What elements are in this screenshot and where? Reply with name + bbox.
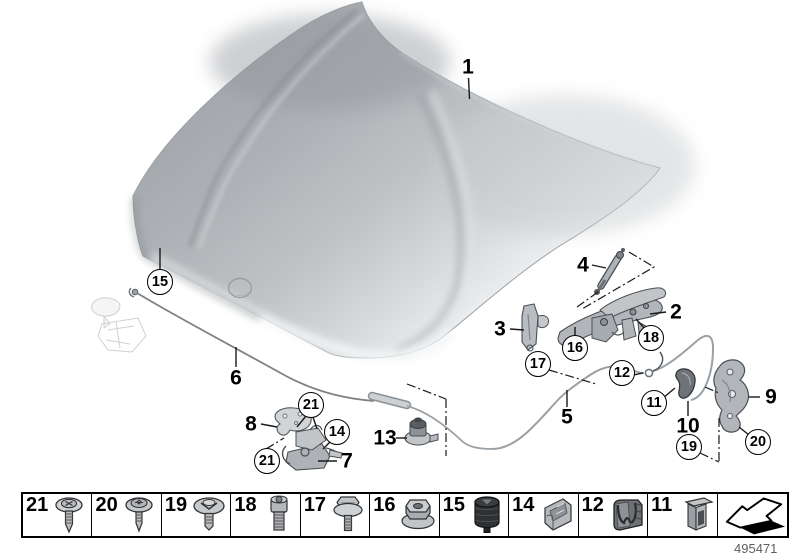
gas-strut	[594, 248, 625, 295]
diagram-art	[91, 1, 760, 471]
legend-number: 11	[651, 494, 673, 516]
hood-emblem-outline	[227, 277, 253, 299]
legend-cell-14[interactable]: 14	[509, 494, 579, 536]
callout-2[interactable]: 2	[670, 300, 682, 324]
retaining-clip-icon	[683, 497, 714, 531]
hood-emblem-shade	[230, 290, 250, 297]
legend-number: 17	[303, 494, 327, 516]
release-cable-front	[128, 287, 493, 450]
hood-top-shading	[210, 14, 450, 110]
legend-number: 18	[234, 494, 257, 516]
release-cable-rear	[491, 334, 715, 450]
legend-number: 14	[512, 494, 535, 516]
legend-number: 12	[581, 494, 604, 516]
legend-number: 21	[26, 494, 49, 516]
callout-21b[interactable]: 21	[254, 448, 280, 474]
callout-15[interactable]: 15	[147, 269, 173, 295]
legend-cell-arrow[interactable]	[718, 494, 787, 536]
contact-switch	[404, 417, 439, 446]
expanding-rivet-icon	[193, 497, 226, 531]
callout-16[interactable]: 16	[562, 335, 588, 361]
callout-11[interactable]: 11	[641, 390, 667, 416]
callout-1[interactable]: 1	[462, 55, 474, 79]
ghosted-lock-parts	[91, 297, 147, 353]
hood-lock	[281, 424, 343, 471]
fastener-legend-table: 21 20 19	[21, 492, 789, 538]
callout-8[interactable]: 8	[245, 412, 257, 436]
hood-left-edge-shadow	[131, 197, 262, 321]
legend-cell-18[interactable]: 18	[231, 494, 301, 536]
callout-5[interactable]: 5	[561, 405, 573, 429]
shoulder-bolt-icon	[270, 495, 288, 531]
callout-3[interactable]: 3	[494, 317, 506, 341]
torx-screw-with-washer-icon	[125, 497, 153, 533]
callout-14[interactable]: 14	[324, 419, 350, 445]
legend-cell-19[interactable]: 19	[162, 494, 232, 536]
legend-cell-15[interactable]: 15	[440, 494, 510, 536]
callout-20[interactable]: 20	[745, 429, 771, 455]
legend-number: 20	[95, 494, 118, 516]
selection-arrow-icon	[725, 497, 786, 535]
legend-number: 15	[442, 494, 465, 516]
callout-21a[interactable]: 21	[298, 392, 324, 418]
rubber-buffer-icon	[474, 496, 500, 533]
callout-12[interactable]: 12	[609, 360, 635, 386]
callout-17[interactable]: 17	[525, 351, 551, 377]
hinge-bracket	[521, 303, 549, 352]
metal-spring-clip-icon	[544, 498, 572, 531]
hood-left-crease-highlight	[197, 13, 365, 250]
callout-13[interactable]: 13	[373, 426, 397, 450]
callout-6[interactable]: 6	[230, 366, 242, 390]
screw-with-washer-icon	[55, 497, 84, 534]
construction-lines	[265, 251, 720, 463]
legend-cell-21[interactable]: 21	[23, 494, 93, 536]
callout-10[interactable]: 10	[676, 414, 700, 438]
drawing-number: 495471	[734, 541, 778, 556]
callout-4[interactable]: 4	[577, 253, 589, 277]
lock-clip-14	[328, 449, 343, 459]
hood-right-sheen	[435, 95, 695, 235]
legend-cell-17[interactable]: 17	[301, 494, 371, 536]
release-bracket	[713, 359, 750, 433]
hood-left-crease	[188, 8, 359, 248]
callout-7[interactable]: 7	[341, 449, 353, 473]
legend-number: 19	[164, 494, 188, 516]
flange-nut-icon	[401, 499, 435, 530]
hood-panel-illustration	[131, 1, 695, 362]
plastic-clip-icon	[613, 499, 643, 531]
hood-top-edge-sheen	[399, 50, 656, 169]
callout-19[interactable]: 19	[676, 434, 702, 460]
release-handle	[675, 368, 696, 399]
legend-number: 16	[373, 494, 396, 516]
legend-cell-20[interactable]: 20	[92, 494, 162, 536]
hex-bolt-with-washer-icon	[333, 496, 363, 532]
callout-9[interactable]: 9	[765, 385, 777, 409]
legend-cell-16[interactable]: 16	[370, 494, 440, 536]
callout-18[interactable]: 18	[638, 325, 664, 351]
legend-cell-11[interactable]: 11	[648, 494, 718, 536]
legend-cell-12[interactable]: 12	[579, 494, 649, 536]
hood-dome-crease	[394, 93, 464, 355]
hood-dome-highlight	[400, 90, 474, 358]
